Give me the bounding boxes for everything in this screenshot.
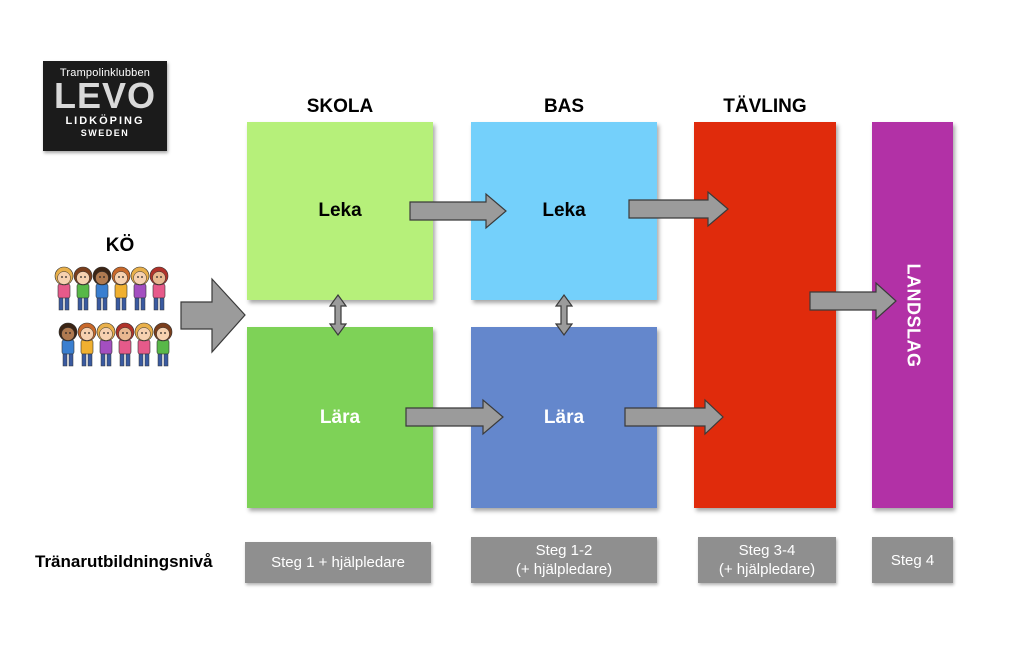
arrow-tavling-to-landslag [809,281,897,321]
step-landslag: Steg 4 [872,537,953,583]
step-bas-line2: (+ hjälpledare) [515,561,613,578]
arrow-skola-leka-lara-double [328,293,348,337]
heading-ko: KÖ [105,235,135,256]
children-group-icon [54,266,173,367]
step-tavling-line1: Steg 3-4 [738,542,796,559]
step-landslag-line1: Steg 4 [890,551,935,569]
step-skola: Steg 1 + hjälpledare [245,542,431,583]
box-skola-lara: Lära [247,327,433,508]
arrow-skola-lara-to-bas-lara [405,398,504,436]
step-bas: Steg 1-2 (+ hjälpledare) [471,537,657,583]
arrow-bas-lara-to-tavling [624,398,724,436]
heading-skola: SKOLA [306,96,374,117]
box-skola-leka: Leka [247,122,433,300]
arrow-bas-leka-lara-double [554,293,574,337]
arrow-queue-to-skola [180,277,246,354]
box-landslag [872,122,953,508]
logo-club-name: Trampolinklubben [59,67,151,79]
arrow-skola-leka-to-bas-leka [409,192,507,230]
box-tavling [694,122,836,508]
heading-tavling: TÄVLING [723,96,807,117]
logo-levo: LEVO [53,75,156,116]
step-skola-line1: Steg 1 + hjälpledare [271,554,405,571]
box-bas-leka-label: Leka [542,200,586,221]
box-bas-lara-label: Lära [543,406,585,428]
box-skola-leka-label: Leka [318,200,362,221]
step-tavling-line2: (+ hjälpledare) [718,561,816,578]
logo-country: SWEDEN [80,128,130,138]
step-bas-line1: Steg 1-2 [535,542,593,559]
step-tavling: Steg 3-4 (+ hjälpledare) [698,537,836,583]
arrow-bas-leka-to-tavling [628,190,729,228]
heading-bas: BAS [543,96,585,117]
trainer-level-label: Tränarutbildningsnivå [35,552,213,571]
box-skola-lara-label: Lära [319,406,361,428]
levo-logo: Trampolinklubben LEVO LIDKÖPING SWEDEN [43,61,167,151]
logo-city: LIDKÖPING [65,115,145,127]
